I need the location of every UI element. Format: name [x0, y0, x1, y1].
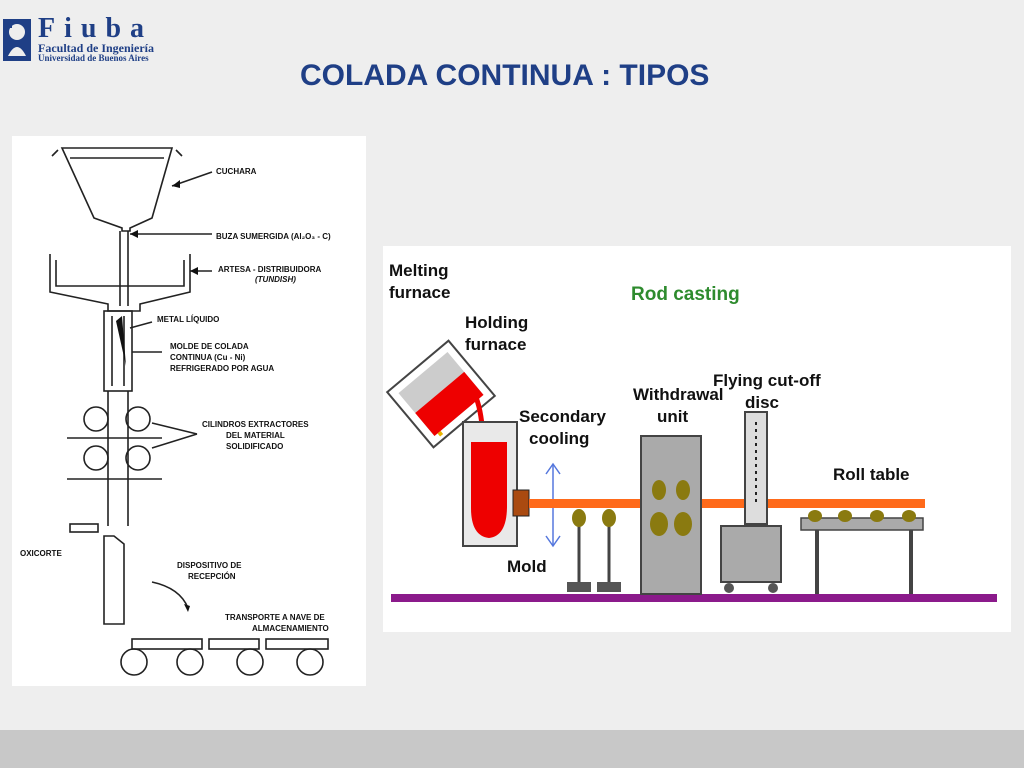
rod-casting-diagram: Rod casting Melting furnace Holding furn…	[385, 261, 997, 602]
rod-casting-title: Rod casting	[631, 284, 740, 305]
label-secondary-1: Secondary	[519, 407, 606, 426]
continuous-casting-diagram: CUCHARA BUZA SUMERGIDA (Al₂O₃ - C) ARTES…	[20, 147, 331, 676]
label-flying-2: disc	[745, 393, 779, 412]
label-flying-1: Flying cut-off	[713, 371, 821, 390]
label-transporte-2: ALMACENAMIENTO	[252, 624, 329, 633]
logo-name: Fiuba	[38, 13, 154, 44]
label-cilindros-2: DEL MATERIAL	[226, 431, 285, 440]
label-dispositivo-2: RECEPCIÓN	[188, 572, 236, 581]
floor-bar	[391, 594, 997, 602]
slide-title: COLADA CONTINUA : TIPOS	[300, 59, 710, 92]
hot-rod	[529, 499, 925, 508]
label-holding-2: furnace	[465, 335, 526, 354]
label-buza: BUZA SUMERGIDA (Al₂O₃ - C)	[216, 232, 331, 241]
label-molde-1: MOLDE DE COLADA	[170, 342, 249, 351]
label-holding-1: Holding	[465, 313, 528, 332]
label-melting-2: furnace	[389, 283, 450, 302]
label-withdrawal-1: Withdrawal	[633, 385, 724, 404]
support-stands	[567, 509, 621, 592]
logo-line2: Universidad de Buenos Aires	[38, 53, 149, 63]
withdrawal-unit	[640, 435, 702, 595]
label-dispositivo-1: DISPOSITIVO DE	[177, 561, 242, 570]
label-molde-3: REFRIGERADO POR AGUA	[170, 364, 274, 373]
left-diagram-panel: CUCHARA BUZA SUMERGIDA (Al₂O₃ - C) ARTES…	[12, 136, 366, 686]
logo-line1: Facultad de Ingeniería	[38, 41, 154, 55]
label-metal-liquido: METAL LÍQUIDO	[157, 315, 219, 324]
label-cilindros-3: SOLIDIFICADO	[226, 442, 283, 451]
label-withdrawal-2: unit	[657, 407, 688, 426]
label-artesa: ARTESA - DISTRIBUIDORA	[218, 265, 321, 274]
fiuba-logo: Fiuba Facultad de Ingeniería Universidad…	[2, 14, 172, 64]
footer-bar	[0, 730, 1024, 768]
mold-block	[512, 489, 530, 517]
label-transporte-1: TRANSPORTE A NAVE DE	[225, 613, 325, 622]
label-oxicorte: OXICORTE	[20, 549, 62, 558]
flying-cutoff-disc	[720, 411, 782, 593]
label-melting-1: Melting	[389, 261, 449, 280]
mold-shape	[103, 310, 133, 392]
holding-furnace	[462, 421, 518, 547]
label-roll-table: Roll table	[833, 465, 910, 484]
ladle-shape	[60, 147, 174, 232]
label-secondary-2: cooling	[529, 429, 589, 448]
melting-furnace	[385, 339, 497, 449]
right-diagram-panel: Rod casting Melting furnace Holding furn…	[383, 246, 1011, 632]
roll-table	[800, 510, 924, 594]
label-tundish: (TUNDISH)	[255, 275, 296, 284]
label-cilindros-1: CILINDROS EXTRACTORES	[202, 420, 309, 429]
fiuba-emblem-icon	[3, 19, 31, 61]
label-mold: Mold	[507, 557, 547, 576]
label-cuchara: CUCHARA	[216, 167, 257, 176]
label-molde-2: CONTINUA (Cu - Ni)	[170, 353, 246, 362]
